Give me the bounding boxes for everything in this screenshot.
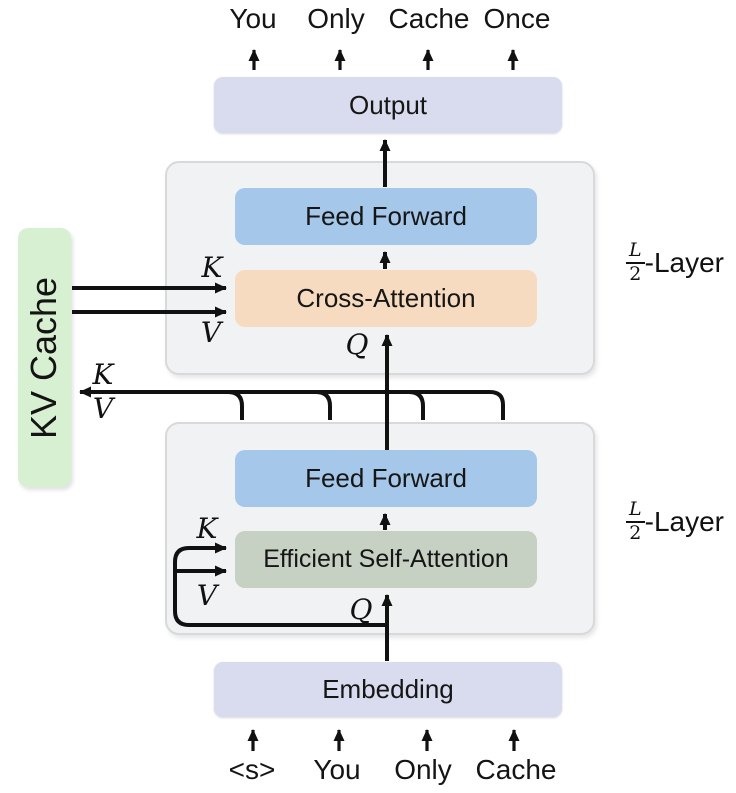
upper-layer-fraction: L 2 xyxy=(626,240,645,285)
upper-layer-numerator: L xyxy=(626,240,645,264)
lower-feed-forward-box: Feed Forward xyxy=(235,450,537,507)
bottom-token-cache: Cache xyxy=(475,754,557,785)
upper-feed-forward-label: Feed Forward xyxy=(305,201,467,231)
lower-layer-count-label: L 2 -Layer xyxy=(626,499,724,544)
top-token-once: Once xyxy=(483,3,551,34)
top-token-cache: Cache xyxy=(388,3,470,34)
efficient-self-attention-label: Efficient Self-Attention xyxy=(263,545,509,573)
cache-write-k-label: K xyxy=(92,358,114,391)
crossattn-q-label: Q xyxy=(345,328,369,361)
output-box: Output xyxy=(214,77,562,133)
lower-layer-numerator: L xyxy=(626,499,645,523)
embedding-label: Embedding xyxy=(322,674,454,704)
bottom-token-only: Only xyxy=(394,754,452,785)
upper-layer-denominator: 2 xyxy=(629,262,642,285)
bottom-token-you: You xyxy=(313,754,361,785)
embedding-box: Embedding xyxy=(214,662,562,717)
kv-write-tap-2 xyxy=(315,390,332,420)
kv-write-tap-1 xyxy=(227,390,244,420)
crossattn-v-label: V xyxy=(200,316,222,349)
selfattn-k-label: K xyxy=(196,512,218,545)
efficient-self-attention-box: Efficient Self-Attention xyxy=(235,531,537,588)
kv-cache-box: KV Cache xyxy=(18,228,71,487)
lower-layer-denominator: 2 xyxy=(629,521,642,544)
cross-attention-label: Cross-Attention xyxy=(296,283,476,313)
lower-layer-fraction: L 2 xyxy=(626,499,645,544)
upper-layer-count-label: L 2 -Layer xyxy=(626,240,724,285)
arrow-kv-write-to-cache xyxy=(79,386,505,420)
lower-feed-forward-label: Feed Forward xyxy=(305,463,467,493)
cache-write-v-label: V xyxy=(92,392,114,425)
kv-cache-label: KV Cache xyxy=(23,276,65,439)
selfattn-v-label: V xyxy=(196,579,218,612)
upper-layer-suffix: -Layer xyxy=(644,246,724,278)
kv-write-tap-3 xyxy=(408,390,425,420)
selfattn-q-label: Q xyxy=(349,593,373,626)
bottom-token-s: <s> xyxy=(228,754,276,785)
cross-attention-box: Cross-Attention xyxy=(235,270,537,327)
lower-layer-suffix: -Layer xyxy=(644,505,724,537)
output-label: Output xyxy=(348,89,428,120)
top-token-only: Only xyxy=(307,3,365,34)
top-token-you: You xyxy=(229,3,277,34)
upper-feed-forward-box: Feed Forward xyxy=(235,188,537,245)
crossattn-k-label: K xyxy=(201,251,223,284)
